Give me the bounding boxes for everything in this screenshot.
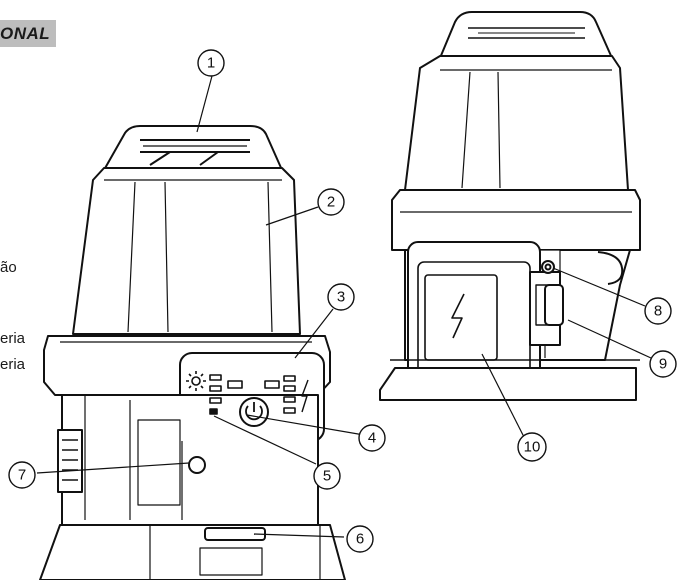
lightning-bolt-icon [301, 379, 309, 413]
battery-release-latch[interactable] [544, 284, 564, 326]
side-text-fragment-1: ão [0, 259, 17, 276]
callout-9: 9 [649, 350, 677, 378]
right-device [379, 11, 641, 401]
svg-text:8: 8 [654, 303, 662, 320]
callout-4: 4 [358, 424, 386, 452]
svg-text:5: 5 [323, 468, 331, 485]
power-icon[interactable] [239, 397, 269, 427]
section-title: ONAL [0, 24, 51, 43]
callout-5: 5 [313, 462, 341, 490]
svg-text:3: 3 [337, 289, 345, 306]
callout-10: 10 [517, 432, 547, 462]
callout-7: 7 [8, 461, 36, 489]
callouts: 1 2 3 4 5 6 7 8 [8, 49, 677, 553]
svg-text:10: 10 [524, 439, 541, 456]
leader-lines [36, 75, 652, 538]
battery-lightning-icon [451, 293, 465, 339]
sun-icon [186, 371, 206, 391]
section-header-tab: ONAL [0, 20, 56, 47]
svg-text:2: 2 [327, 194, 335, 211]
callout-3: 3 [327, 283, 355, 311]
side-button[interactable] [188, 456, 206, 474]
svg-text:1: 1 [207, 55, 215, 72]
left-device [39, 125, 346, 580]
svg-text:4: 4 [368, 430, 376, 447]
svg-text:7: 7 [18, 467, 26, 484]
led-indicators [209, 374, 296, 415]
callout-1: 1 [197, 49, 225, 77]
side-text-fragment-2: eria [0, 330, 26, 347]
svg-text:9: 9 [659, 356, 667, 373]
svg-text:6: 6 [356, 531, 364, 548]
side-text-fragment-3: eria [0, 356, 26, 373]
callout-8: 8 [644, 297, 672, 325]
callout-6: 6 [346, 525, 374, 553]
callout-2: 2 [317, 188, 345, 216]
